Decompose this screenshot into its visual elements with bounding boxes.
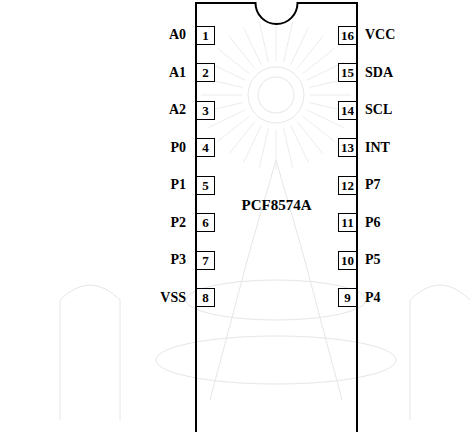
pin-number-box: 11 — [338, 213, 357, 232]
pin-name: P2 — [170, 216, 186, 230]
ic-outline — [195, 2, 358, 432]
pin-number: 2 — [202, 66, 209, 79]
pin-number: 6 — [202, 216, 209, 229]
pin-number-box: 1 — [196, 26, 215, 45]
pin-name: A0 — [169, 28, 186, 42]
pin-number: 7 — [202, 254, 209, 267]
pin-number: 14 — [341, 104, 354, 117]
pin-name: P4 — [365, 291, 381, 305]
pin-number-box: 8 — [196, 288, 215, 307]
pin-number-box: 12 — [338, 176, 357, 195]
pin-number: 4 — [202, 141, 209, 154]
pin-name: VSS — [160, 291, 186, 305]
pin-number-box: 16 — [338, 26, 357, 45]
ic-package: PCF8574A12345678161514131211109 — [195, 2, 358, 432]
pin-name: P1 — [170, 178, 186, 192]
pin-name: SDA — [365, 66, 393, 80]
pin-number-box: 13 — [338, 138, 357, 157]
pin-number: 11 — [341, 216, 353, 229]
pin-number-box: 7 — [196, 251, 215, 270]
pin-name: VCC — [365, 28, 395, 42]
pin-name: P3 — [170, 253, 186, 267]
pin-name: A1 — [169, 66, 186, 80]
pin-number: 3 — [202, 104, 209, 117]
pin-name: INT — [365, 141, 390, 155]
pin-number: 13 — [341, 141, 354, 154]
pin-number: 8 — [202, 291, 209, 304]
pin-name: P6 — [365, 216, 381, 230]
pin-number: 10 — [341, 254, 354, 267]
pin-number-box: 6 — [196, 213, 215, 232]
pin-name: SCL — [365, 103, 392, 117]
pin-name: P5 — [365, 253, 381, 267]
pin-number: 12 — [341, 179, 354, 192]
pin-number-box: 10 — [338, 251, 357, 270]
pin-number-box: 15 — [338, 63, 357, 82]
pin-name: P0 — [170, 141, 186, 155]
pin-number: 16 — [341, 29, 354, 42]
pin-number-box: 9 — [338, 288, 357, 307]
pin-number: 9 — [344, 291, 351, 304]
pin-number-box: 2 — [196, 63, 215, 82]
pin-name: A2 — [169, 103, 186, 117]
pin-name: P7 — [365, 178, 381, 192]
pin-number-box: 14 — [338, 101, 357, 120]
pin-number-box: 4 — [196, 138, 215, 157]
pin-number: 5 — [202, 179, 209, 192]
pin-number-box: 3 — [196, 101, 215, 120]
pin-number-box: 5 — [196, 176, 215, 195]
pin-number: 1 — [202, 29, 209, 42]
pin-number: 15 — [341, 66, 354, 79]
chip-name: PCF8574A — [242, 197, 312, 214]
